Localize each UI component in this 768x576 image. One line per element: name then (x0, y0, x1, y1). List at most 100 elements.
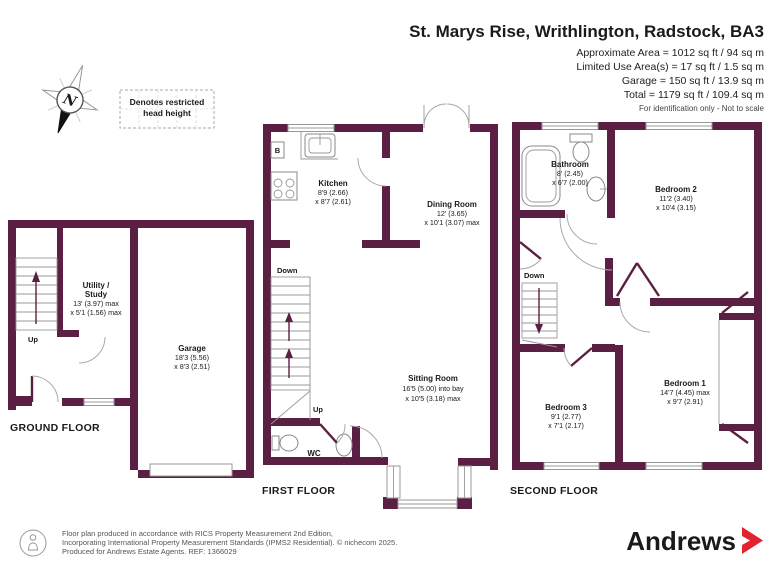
page-title: St. Marys Rise, Writhlington, Radstock, … (409, 22, 764, 41)
hob-ring (285, 178, 295, 188)
french-door-arcs (423, 103, 470, 127)
under-stair-line (521, 339, 558, 348)
stair-treads (271, 285, 310, 386)
wc-basin (335, 433, 353, 457)
limited-use-area: Limited Use Area(s) = 17 sq ft / 1.5 sq … (576, 61, 764, 73)
bedroom2-dim-2: x 10'4 (3.15) (656, 203, 696, 212)
footer-line-2: Incorporating International Property Mea… (62, 538, 397, 547)
walls (8, 220, 254, 478)
toilet-cistern (569, 133, 593, 143)
second-floor-label: SECOND FLOOR (510, 485, 598, 497)
hob-ring (285, 189, 295, 199)
sitting-name: Sitting Room (408, 374, 458, 383)
garage-dim-2: x 8'3 (2.51) (174, 362, 210, 371)
utility-dim-2: x 5'1 (1.56) max (70, 308, 122, 317)
toilet-bowl (572, 141, 590, 163)
bedroom2-door-arc (559, 217, 613, 271)
bathroom-dim-1: 8' (2.45) (557, 169, 583, 178)
ground-floor-plan: Up Utility / Study 13' (3.97) max x 5'1 … (8, 220, 254, 478)
utility-name-1: Utility / (83, 281, 110, 290)
sitting-door-arc (349, 425, 383, 459)
bedroom2-name: Bedroom 2 (655, 185, 697, 194)
boiler-box (270, 141, 285, 159)
first-floor-plan: B Down Up WC Kitchen 8'9 (2.66) (262, 103, 498, 509)
bathtub-inner (525, 149, 557, 203)
eaves-door-leaf (721, 291, 749, 314)
bedroom1-name: Bedroom 1 (664, 379, 706, 388)
under-stair-line (270, 390, 311, 425)
dining-name: Dining Room (427, 200, 477, 209)
bedroom3-door-arc (563, 347, 572, 367)
dining-dim-2: x 10'1 (3.07) max (424, 218, 480, 227)
stair-arrow-head (285, 312, 293, 322)
stair-arrow-head (285, 348, 293, 358)
header: St. Marys Rise, Writhlington, Radstock, … (409, 22, 764, 113)
bathroom-door-arc (566, 213, 598, 245)
walls (263, 124, 498, 509)
garage-name: Garage (178, 344, 206, 353)
bathtub (521, 145, 561, 207)
kitchen-dim-2: x 8'7 (2.61) (315, 197, 351, 206)
garage-area: Garage = 150 sq ft / 13.9 sq m (622, 75, 764, 87)
stair-arrow-head (32, 271, 40, 282)
bedroom3-door-leaf (570, 347, 593, 367)
bedroom3-dim-2: x 7'1 (2.17) (548, 421, 584, 430)
garage-door (149, 463, 233, 477)
bathroom-name: Bathroom (551, 160, 589, 169)
footer-line-1: Floor plan produced in accordance with R… (62, 529, 333, 538)
first-floor-label: FIRST FLOOR (262, 485, 335, 497)
boiler-label: B (275, 146, 281, 155)
person-badge-icon (19, 529, 47, 557)
andrews-chevron-icon (742, 527, 763, 554)
sitting-dim-1: 16'5 (5.00) into bay (402, 384, 464, 393)
up-label: Up (28, 335, 38, 344)
toilet-bowl (279, 434, 299, 452)
bedroom1-door-arc (619, 301, 651, 333)
dining-dim-1: 12' (3.65) (437, 209, 467, 218)
wc-door-arc (336, 423, 346, 444)
wc-door-leaf (319, 423, 338, 444)
utility-name-2: Study (85, 290, 108, 299)
stair-arrow-head (535, 324, 543, 334)
up-label: Up (313, 405, 323, 414)
compass-icon: N (40, 64, 100, 134)
kitchen-door-arc (357, 157, 387, 187)
compass-circle (56, 86, 84, 114)
stairs (270, 276, 311, 391)
kitchen-name: Kitchen (318, 179, 347, 188)
bedroom1-dim-2: x 9'7 (2.91) (667, 397, 703, 406)
identification-note: For identification only - Not to scale (639, 104, 764, 113)
total-area: Total = 1179 sq ft / 109.4 sq m (624, 89, 764, 101)
down-label: Down (277, 266, 298, 275)
wc-label: WC (307, 449, 321, 458)
cupboard-door-leaf (519, 241, 542, 260)
wardrobe-door-leaf (615, 262, 639, 297)
hob-ring (273, 189, 283, 199)
footer: Floor plan produced in accordance with R… (19, 526, 763, 557)
bedroom3-dim-1: 9'1 (2.77) (551, 412, 581, 421)
toilet-cistern (271, 435, 280, 451)
bathroom-dim-2: x 6'7 (2.00) (552, 178, 588, 187)
front-door-arc (31, 375, 59, 403)
kitchen-counter-line (300, 132, 338, 160)
second-floor-plan: Down Bathroom 8' (2.45) x 6'7 (2.00) Bed… (510, 122, 762, 497)
legend-hatch (120, 90, 214, 128)
person-body (27, 542, 39, 551)
restricted-head-height-legend: Denotes restricted head height (119, 89, 215, 129)
utility-door-arc (78, 336, 106, 364)
legend-text-2: head height (143, 108, 191, 118)
wardrobe-door-leaf (636, 262, 660, 297)
sitting-dim-2: x 10'5 (3.18) max (405, 394, 461, 403)
bedroom3-name: Bedroom 3 (545, 403, 587, 412)
kitchen-dim-1: 8'9 (2.66) (318, 188, 348, 197)
garage-dim-1: 18'3 (5.56) (175, 353, 209, 362)
hob-ring (273, 178, 283, 188)
ground-floor-label: GROUND FLOOR (10, 422, 100, 434)
bedroom1-dim-1: 14'7 (4.45) max (660, 388, 710, 397)
legend-text-1: Denotes restricted (130, 97, 205, 107)
stairs (521, 282, 558, 339)
utility-dim-1: 13' (3.97) max (73, 299, 119, 308)
cupboard-door-arc (519, 258, 542, 270)
